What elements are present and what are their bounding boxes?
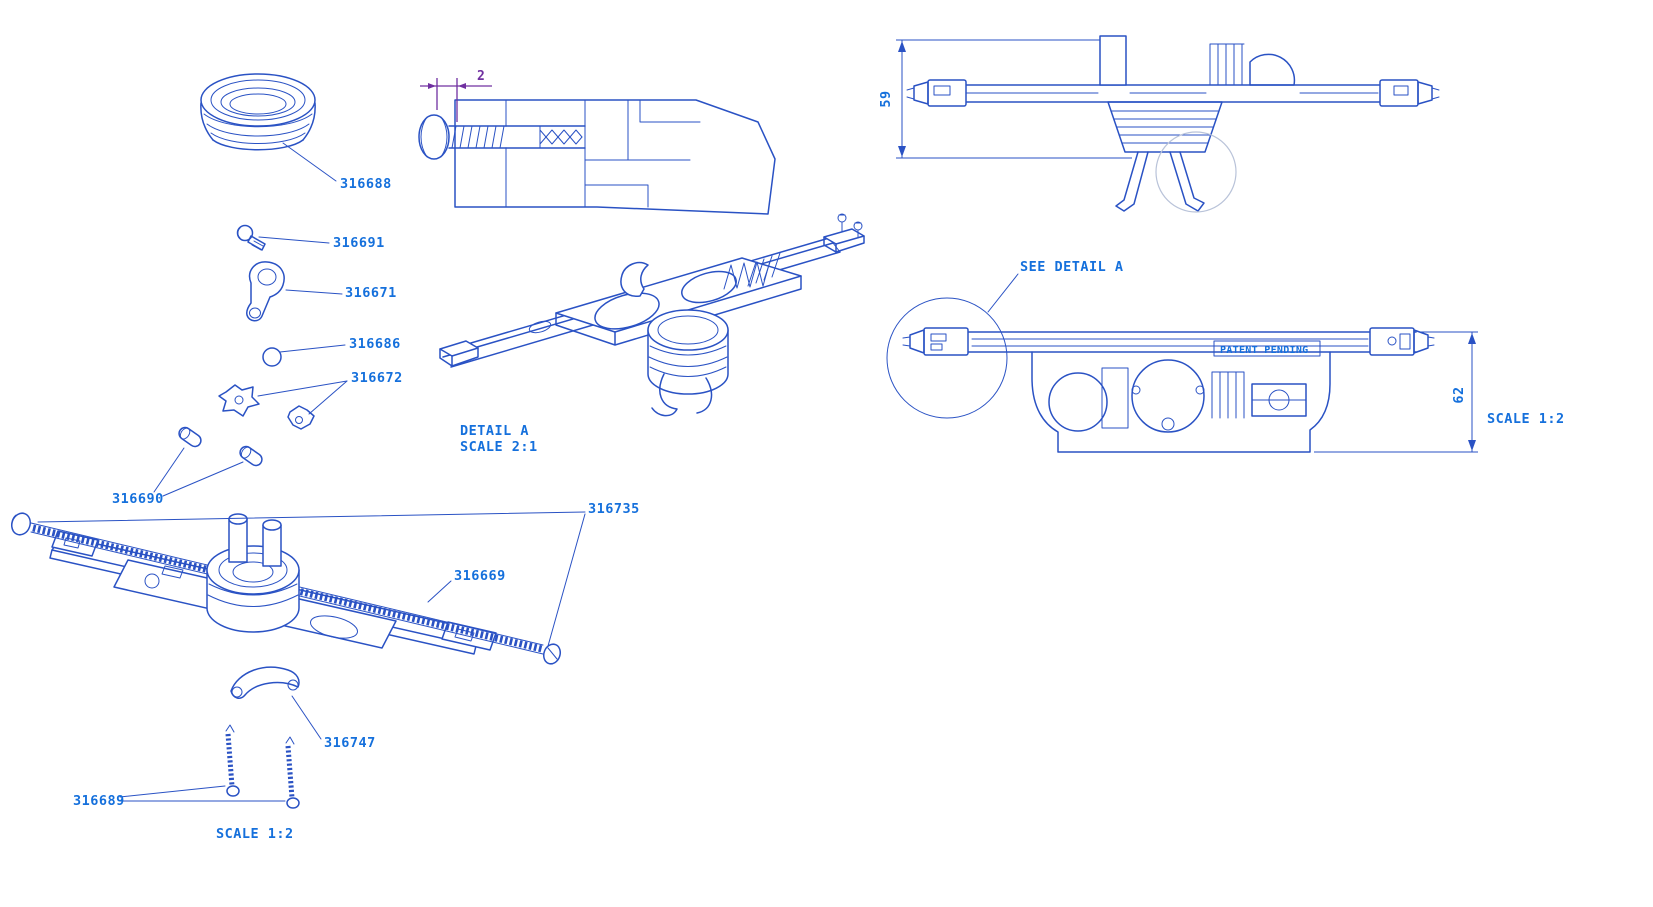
part-figure-clips-316672 — [218, 380, 348, 430]
detail-a-scale: SCALE 2:1 — [460, 439, 538, 455]
leader-line-316671 — [285, 289, 343, 295]
leader-line-316691 — [258, 236, 330, 244]
leader-line-316690-b — [162, 461, 244, 497]
leader-line-316672-b — [308, 380, 348, 415]
detail-a-title: DETAIL A — [460, 423, 529, 439]
dimension-59-label: 59 — [878, 90, 894, 107]
exploded-isometric-view — [10, 511, 586, 809]
scale-label-bottom: SCALE 1:2 — [216, 826, 294, 842]
leader-line-316735-b — [37, 511, 586, 523]
part-label-316686: 316686 — [349, 336, 401, 352]
see-detail-leader — [987, 273, 1019, 313]
leader-line-316747 — [291, 695, 322, 740]
part-label-316688: 316688 — [340, 176, 392, 192]
part-label-316747: 316747 — [324, 735, 376, 751]
front-view-top — [896, 35, 1440, 213]
part-figure-ball-316686 — [262, 344, 346, 367]
leader-line-316690-a — [153, 447, 185, 493]
part-figure-screw-316691 — [236, 224, 330, 251]
dimension-2 — [420, 78, 492, 122]
leader-line-316688 — [282, 142, 337, 182]
see-detail-callout: SEE DETAIL A — [1020, 259, 1124, 275]
leader-line-316686 — [279, 344, 346, 353]
leader-line-316735-a — [547, 513, 586, 647]
part-label-316669: 316669 — [454, 568, 506, 584]
front-view-side — [886, 273, 1478, 453]
part-label-316690: 316690 — [112, 491, 164, 507]
detail-a-view — [418, 78, 776, 215]
part-label-316691: 316691 — [333, 235, 385, 251]
patent-plate — [1213, 340, 1321, 357]
patent-pending-label: PATENT PENDING — [1220, 345, 1309, 356]
detail-a-circle — [886, 297, 1008, 419]
assembly-isometric-view — [439, 213, 865, 417]
leader-line-316672-a — [257, 380, 348, 397]
leader-line-316689-a — [119, 785, 226, 798]
dimension-2-label: 2 — [477, 69, 485, 84]
part-label-316671: 316671 — [345, 285, 397, 301]
part-figure-clamp-316671 — [246, 261, 343, 322]
part-label-316672: 316672 — [351, 370, 403, 386]
part-figure-ring-316688 — [200, 73, 337, 182]
dimension-62-label: 62 — [1451, 386, 1467, 403]
part-label-316689: 316689 — [73, 793, 125, 809]
leader-line-316669 — [427, 580, 452, 603]
part-figure-pins-316690 — [153, 426, 263, 497]
scale-label-right: SCALE 1:2 — [1487, 411, 1565, 427]
part-label-316735: 316735 — [588, 501, 640, 517]
